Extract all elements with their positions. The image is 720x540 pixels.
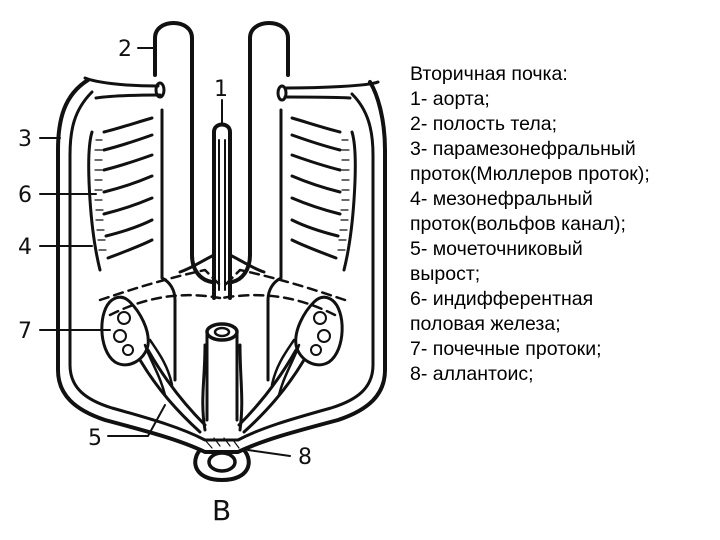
right-kidney-calyx-1 bbox=[314, 312, 326, 324]
right-tubule-4 bbox=[292, 176, 340, 192]
legend-line: 5- мочеточниковый bbox=[410, 237, 715, 262]
left-body-cavity-inner bbox=[162, 110, 175, 380]
legend-line: половая железа; bbox=[410, 312, 715, 337]
right-mesonephric-duct bbox=[344, 132, 355, 270]
right-kidney-calyx-3 bbox=[311, 345, 321, 355]
left-tubule-3 bbox=[104, 155, 152, 170]
legend: Вторичная почка: 1- аорта; 2- полость те… bbox=[410, 62, 715, 387]
left-tubule-6 bbox=[106, 220, 152, 236]
leader-8 bbox=[248, 450, 290, 456]
marker-6: 6 bbox=[18, 183, 32, 208]
left-gonad-hatching bbox=[95, 140, 106, 250]
marker-3: 3 bbox=[18, 127, 32, 152]
marker-7: 7 bbox=[18, 319, 32, 344]
legend-line: проток(вольфов канал); bbox=[410, 212, 715, 237]
inner-body-outline bbox=[70, 92, 373, 440]
legend-line: 1- аорта; bbox=[410, 87, 715, 112]
right-tubule-6 bbox=[292, 220, 338, 236]
legend-line: проток(Мюллеров проток); bbox=[410, 162, 715, 187]
left-kidney-calyx-1 bbox=[118, 312, 130, 324]
right-top-duct bbox=[286, 82, 378, 88]
right-tubule-2 bbox=[292, 135, 340, 150]
right-kidney-calyx-2 bbox=[318, 330, 330, 342]
left-kidney-calyx-3 bbox=[123, 345, 133, 355]
central-tube-lumen bbox=[215, 328, 229, 336]
right-tubule-3 bbox=[292, 155, 340, 170]
left-kidney-calyx-2 bbox=[114, 330, 126, 342]
right-tubule-5 bbox=[292, 198, 340, 214]
marker-5: 5 bbox=[88, 426, 102, 451]
outer-body-outline bbox=[58, 80, 385, 452]
left-tubule-1 bbox=[104, 118, 152, 132]
left-mesonephric-duct bbox=[89, 132, 100, 270]
marker-2: 2 bbox=[118, 37, 132, 62]
right-gonad-hatching bbox=[338, 140, 349, 250]
legend-line: вырост; bbox=[410, 262, 715, 287]
left-tubule-5 bbox=[104, 198, 152, 214]
central-tube-top bbox=[207, 324, 237, 340]
left-tubule-4 bbox=[104, 176, 152, 192]
right-body-cavity-inner bbox=[268, 110, 281, 380]
legend-title: Вторичная почка: bbox=[410, 62, 715, 87]
aorta-core bbox=[219, 140, 225, 290]
legend-line: 8- аллантоис; bbox=[410, 362, 715, 387]
legend-line: 7- почечные протоки; bbox=[410, 337, 715, 362]
marker-4: 4 bbox=[18, 235, 32, 260]
marker-8: 8 bbox=[298, 445, 312, 470]
legend-line: 2- полость тела; bbox=[410, 112, 715, 137]
legend-line: 3- парамезонефральный bbox=[410, 137, 715, 162]
left-ureteric-bud-2 bbox=[140, 360, 200, 432]
right-top-duct-inner bbox=[285, 97, 350, 98]
left-tubule-2 bbox=[104, 135, 152, 150]
marker-1: 1 bbox=[214, 77, 228, 102]
left-top-duct-inner bbox=[96, 95, 160, 98]
legend-line: 6- индифферентная bbox=[410, 287, 715, 312]
figure-label: В bbox=[212, 494, 231, 527]
right-tubule-7 bbox=[292, 240, 336, 258]
left-top-duct bbox=[85, 78, 158, 86]
right-ureteric-bud-2 bbox=[244, 360, 304, 432]
legend-line: 4- мезонефральный bbox=[410, 187, 715, 212]
left-body-cavity bbox=[155, 23, 212, 282]
central-tube-walls bbox=[207, 334, 237, 420]
aorta bbox=[214, 125, 230, 299]
allantois-lumen bbox=[209, 453, 235, 471]
left-tubule-7 bbox=[108, 240, 152, 258]
right-tubule-1 bbox=[292, 118, 340, 132]
right-duct-cap bbox=[278, 86, 286, 100]
